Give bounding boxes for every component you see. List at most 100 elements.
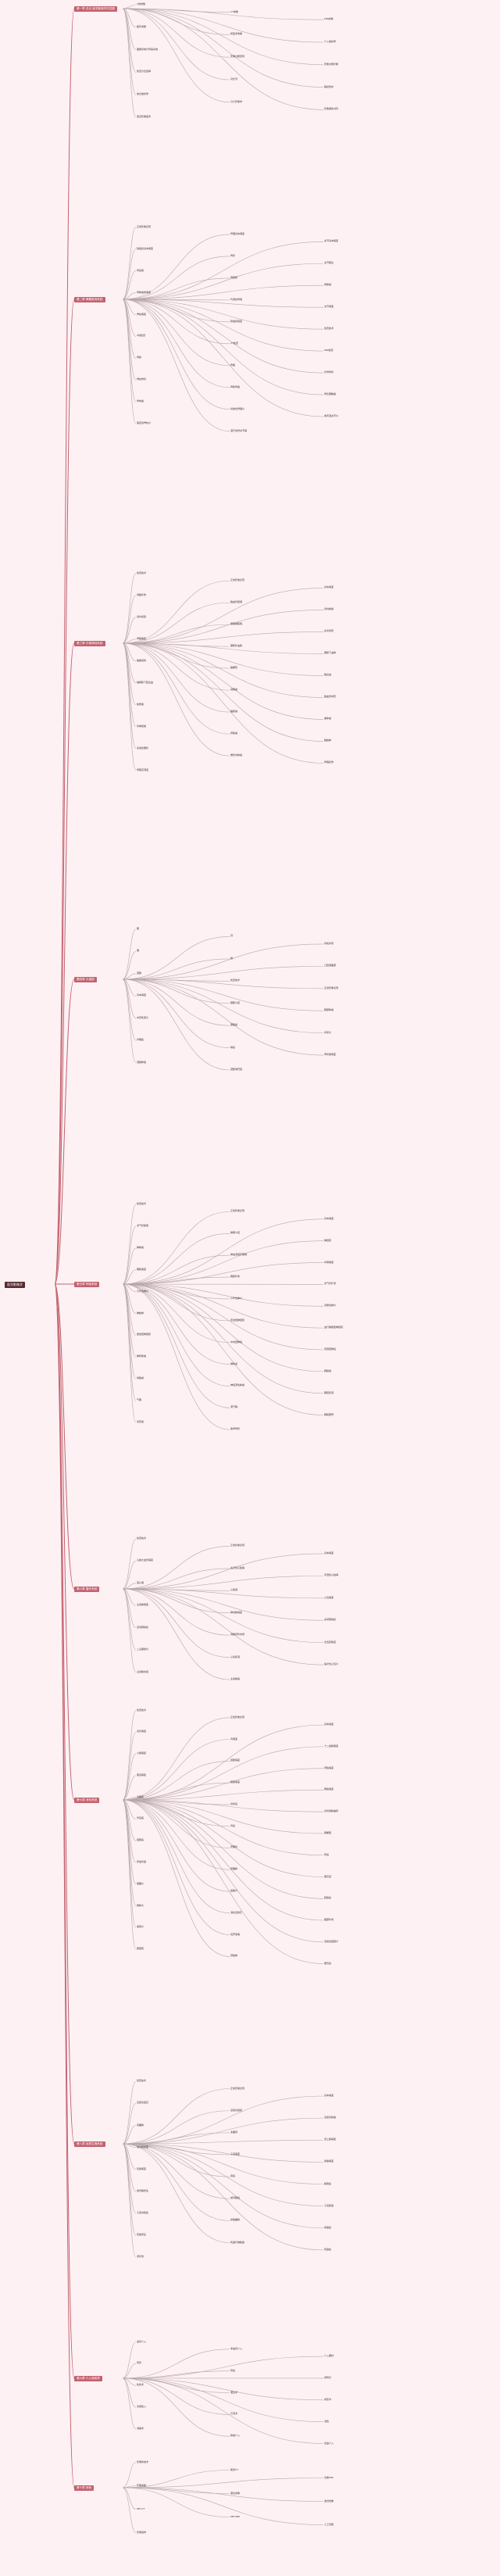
leaf-node[interactable]: 消融术 bbox=[137, 2426, 145, 2430]
leaf-node[interactable]: 检查技术 bbox=[137, 1537, 147, 1540]
leaf-node[interactable]: 神经源性肿瘤 bbox=[230, 1383, 245, 1387]
leaf-node[interactable]: 检查技术 bbox=[230, 979, 241, 982]
leaf-node[interactable]: 中耳乳突炎 bbox=[137, 1015, 149, 1019]
leaf-node[interactable]: 胶质瘤 bbox=[137, 702, 145, 706]
leaf-node[interactable]: 缩窄性心包炎 bbox=[324, 1662, 339, 1666]
leaf-node[interactable]: 胃病变 bbox=[230, 1737, 238, 1741]
leaf-node[interactable]: 胆囊炎 bbox=[137, 1881, 145, 1885]
leaf-node[interactable]: 眼 bbox=[137, 927, 140, 930]
leaf-node[interactable]: 胸腺瘤 bbox=[324, 1368, 332, 1372]
branch-node[interactable]: 第五章 呼吸系统 bbox=[74, 1282, 100, 1287]
leaf-node[interactable]: 泌尿系结核 bbox=[230, 2108, 243, 2112]
leaf-node[interactable]: 肾上腺病变 bbox=[324, 2138, 337, 2141]
leaf-node[interactable]: 胃溃疡 bbox=[137, 1816, 145, 1820]
leaf-node[interactable]: PET-CT bbox=[137, 2506, 145, 2510]
leaf-node[interactable]: 检查方法选择 bbox=[137, 70, 152, 73]
leaf-node[interactable]: 脊髓损伤 bbox=[324, 760, 334, 764]
leaf-node[interactable]: 脑血管疾病 bbox=[230, 600, 243, 604]
leaf-node[interactable]: 心脏大血管病变 bbox=[137, 1558, 154, 1562]
branch-node[interactable]: 第一章 总论 医学影像学的发展 bbox=[74, 6, 118, 12]
leaf-node[interactable]: 气胸 bbox=[137, 1398, 142, 1402]
leaf-node[interactable]: 出血介入 bbox=[324, 2441, 334, 2445]
leaf-node[interactable]: 肝脏病变 bbox=[324, 1766, 334, 1769]
leaf-node[interactable]: 血行播散型肺结核 bbox=[324, 1326, 344, 1329]
leaf-node[interactable]: 超声成像 bbox=[137, 24, 147, 28]
leaf-node[interactable]: 影像诊断步骤 bbox=[324, 62, 339, 66]
leaf-node[interactable]: 灌注成像 bbox=[230, 2491, 241, 2495]
leaf-node[interactable]: 纵隔病变 bbox=[324, 1260, 334, 1264]
leaf-node[interactable]: 退行性骨关节病 bbox=[230, 428, 248, 432]
leaf-node[interactable]: 心肌病 bbox=[230, 1588, 238, 1592]
leaf-node[interactable]: 耳 bbox=[230, 934, 234, 938]
leaf-node[interactable]: 房间隔缺损 bbox=[324, 1618, 337, 1622]
leaf-node[interactable]: 听神经瘤 bbox=[137, 724, 147, 728]
leaf-node[interactable]: 颈部 bbox=[137, 971, 142, 975]
leaf-node[interactable]: 喉癌 bbox=[230, 1045, 236, 1049]
leaf-node[interactable]: 波谱成像 bbox=[324, 2499, 334, 2503]
leaf-node[interactable]: 关节基本病变 bbox=[324, 239, 339, 243]
leaf-node[interactable]: 克罗恩病 bbox=[230, 1932, 241, 1936]
leaf-node[interactable]: 二尖瓣狭窄 bbox=[137, 1648, 149, 1651]
leaf-node[interactable]: 肺结核 bbox=[324, 1238, 332, 1242]
leaf-node[interactable]: 肝囊肿 bbox=[230, 1867, 238, 1871]
leaf-node[interactable]: 肺栓塞 bbox=[230, 1361, 238, 1365]
leaf-node[interactable]: 原发型肺结核 bbox=[230, 1318, 245, 1322]
leaf-node[interactable]: CT检查 bbox=[230, 341, 238, 345]
leaf-node[interactable]: 结肠癌 bbox=[137, 1838, 145, 1842]
leaf-node[interactable]: 检查技术 bbox=[137, 1708, 147, 1712]
leaf-node[interactable]: 间皮瘤 bbox=[137, 1419, 145, 1423]
leaf-node[interactable]: 软组织基本病变 bbox=[137, 246, 154, 250]
leaf-node[interactable]: 食管病变 bbox=[137, 1730, 147, 1733]
leaf-node[interactable]: 功能MRI bbox=[324, 2475, 334, 2479]
leaf-node[interactable]: 胃癌 bbox=[230, 1823, 236, 1827]
leaf-node[interactable]: 蛛网膜下腔出血 bbox=[137, 680, 154, 684]
leaf-node[interactable]: 骨结核 bbox=[230, 275, 238, 279]
leaf-node[interactable]: 肝癌 bbox=[324, 1852, 330, 1856]
leaf-node[interactable]: 肋骨骨折 bbox=[230, 1427, 241, 1431]
leaf-node[interactable]: 正常影像表现 bbox=[137, 224, 152, 228]
leaf-node[interactable]: 骨折 bbox=[230, 253, 236, 257]
leaf-node[interactable]: 小肠病变 bbox=[137, 1751, 147, 1755]
leaf-node[interactable]: 食管癌 bbox=[230, 1801, 238, 1805]
leaf-node[interactable]: 辐射防护 bbox=[324, 84, 334, 88]
leaf-node[interactable]: 介入放射学 bbox=[324, 40, 337, 43]
leaf-node[interactable]: 关节病变 bbox=[324, 305, 334, 309]
leaf-node[interactable]: PET-MRI bbox=[230, 2514, 240, 2518]
leaf-node[interactable]: 骨肿瘤 bbox=[324, 283, 332, 287]
leaf-node[interactable]: 室间隔缺损 bbox=[137, 1625, 149, 1629]
leaf-node[interactable]: 骨巨细胞瘤 bbox=[324, 392, 337, 396]
leaf-node[interactable]: 图像存档与传输系统 bbox=[137, 47, 159, 51]
leaf-node[interactable]: 胆石症 bbox=[324, 1874, 332, 1878]
leaf-node[interactable]: 脊髓空洞症 bbox=[137, 767, 149, 771]
leaf-node[interactable]: 脑梗死 bbox=[230, 666, 238, 670]
leaf-node[interactable]: 肾外伤 bbox=[137, 2255, 145, 2259]
leaf-node[interactable]: 引流术 bbox=[230, 2412, 238, 2416]
leaf-node[interactable]: 肾癌 bbox=[230, 2174, 236, 2178]
leaf-node[interactable]: 膀胱癌 bbox=[324, 2181, 332, 2185]
leaf-node[interactable]: 小叶性肺炎 bbox=[230, 1296, 243, 1300]
leaf-node[interactable]: 基本病变 bbox=[324, 585, 334, 589]
leaf-node[interactable]: 核医学成像 bbox=[230, 32, 243, 36]
leaf-node[interactable]: 肺动脉病变 bbox=[230, 1610, 243, 1614]
leaf-node[interactable]: 检查技术 bbox=[137, 1202, 147, 1206]
leaf-node[interactable]: 基本病变 bbox=[324, 2094, 334, 2097]
leaf-node[interactable]: 骨感染 bbox=[137, 268, 145, 272]
leaf-node[interactable]: 骨软骨瘤 bbox=[230, 385, 241, 388]
leaf-node[interactable]: MRI成像 bbox=[324, 17, 334, 21]
leaf-node[interactable]: 眼部肿瘤 bbox=[324, 1008, 334, 1012]
leaf-node[interactable]: 硬膜外血肿 bbox=[230, 644, 243, 648]
leaf-node[interactable]: 前列腺癌 bbox=[230, 2196, 241, 2200]
leaf-node[interactable]: 主动脉病变 bbox=[137, 1603, 149, 1607]
leaf-node[interactable]: 心包病变 bbox=[324, 1595, 334, 1599]
leaf-node[interactable]: 多发性硬化 bbox=[137, 746, 149, 750]
leaf-node[interactable]: 肠梗阻 bbox=[324, 1830, 332, 1834]
leaf-node[interactable]: 颅脑外伤 bbox=[137, 592, 147, 596]
leaf-node[interactable]: 甲状腺病变 bbox=[324, 1053, 337, 1057]
leaf-node[interactable]: 支架植入 bbox=[137, 2405, 147, 2409]
leaf-node[interactable]: 脊髓病变 bbox=[137, 636, 147, 640]
leaf-node[interactable]: 脾肿大 bbox=[137, 1903, 145, 1907]
leaf-node[interactable]: 脑脓肿 bbox=[324, 739, 332, 742]
leaf-node[interactable]: 胰腺癌 bbox=[324, 1896, 332, 1900]
branch-node[interactable]: 第十章 其他 bbox=[74, 2485, 95, 2491]
leaf-node[interactable]: 正常影像表现 bbox=[230, 578, 245, 582]
